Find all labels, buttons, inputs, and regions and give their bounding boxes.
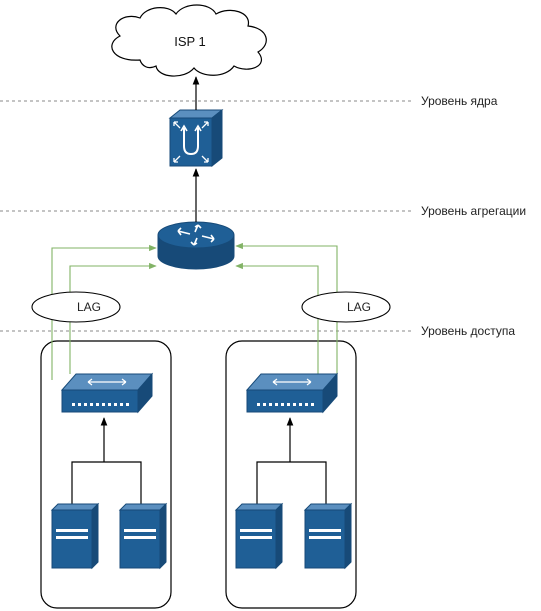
access-group-left [40,340,172,609]
router-icon [157,221,235,270]
lag-left: LAG [31,291,121,323]
multilayer-switch-icon [168,108,224,168]
left-lag-uplinks [51,244,157,380]
switch-icon-left [60,372,154,414]
isp-cloud: ISP 1 [111,4,267,77]
server-icon [234,502,284,570]
right-lag-uplinks [235,242,338,380]
aggregation-level-label: Уровень агрегации [421,204,526,218]
server-icon [50,502,100,570]
access-group-right [225,340,357,609]
server-icon [118,502,168,570]
server-icon [303,502,353,570]
core-level-label: Уровень ядра [421,94,498,108]
lag-left-label: LAG [77,300,101,314]
lag-right-label: LAG [347,300,371,314]
right-server-connectors [256,417,327,510]
access-level-label: Уровень доступа [421,324,515,338]
isp-cloud-label: ISP 1 [174,34,206,49]
lag-right: LAG [301,291,391,323]
left-server-connectors [71,417,142,510]
switch-icon-right [245,372,339,414]
